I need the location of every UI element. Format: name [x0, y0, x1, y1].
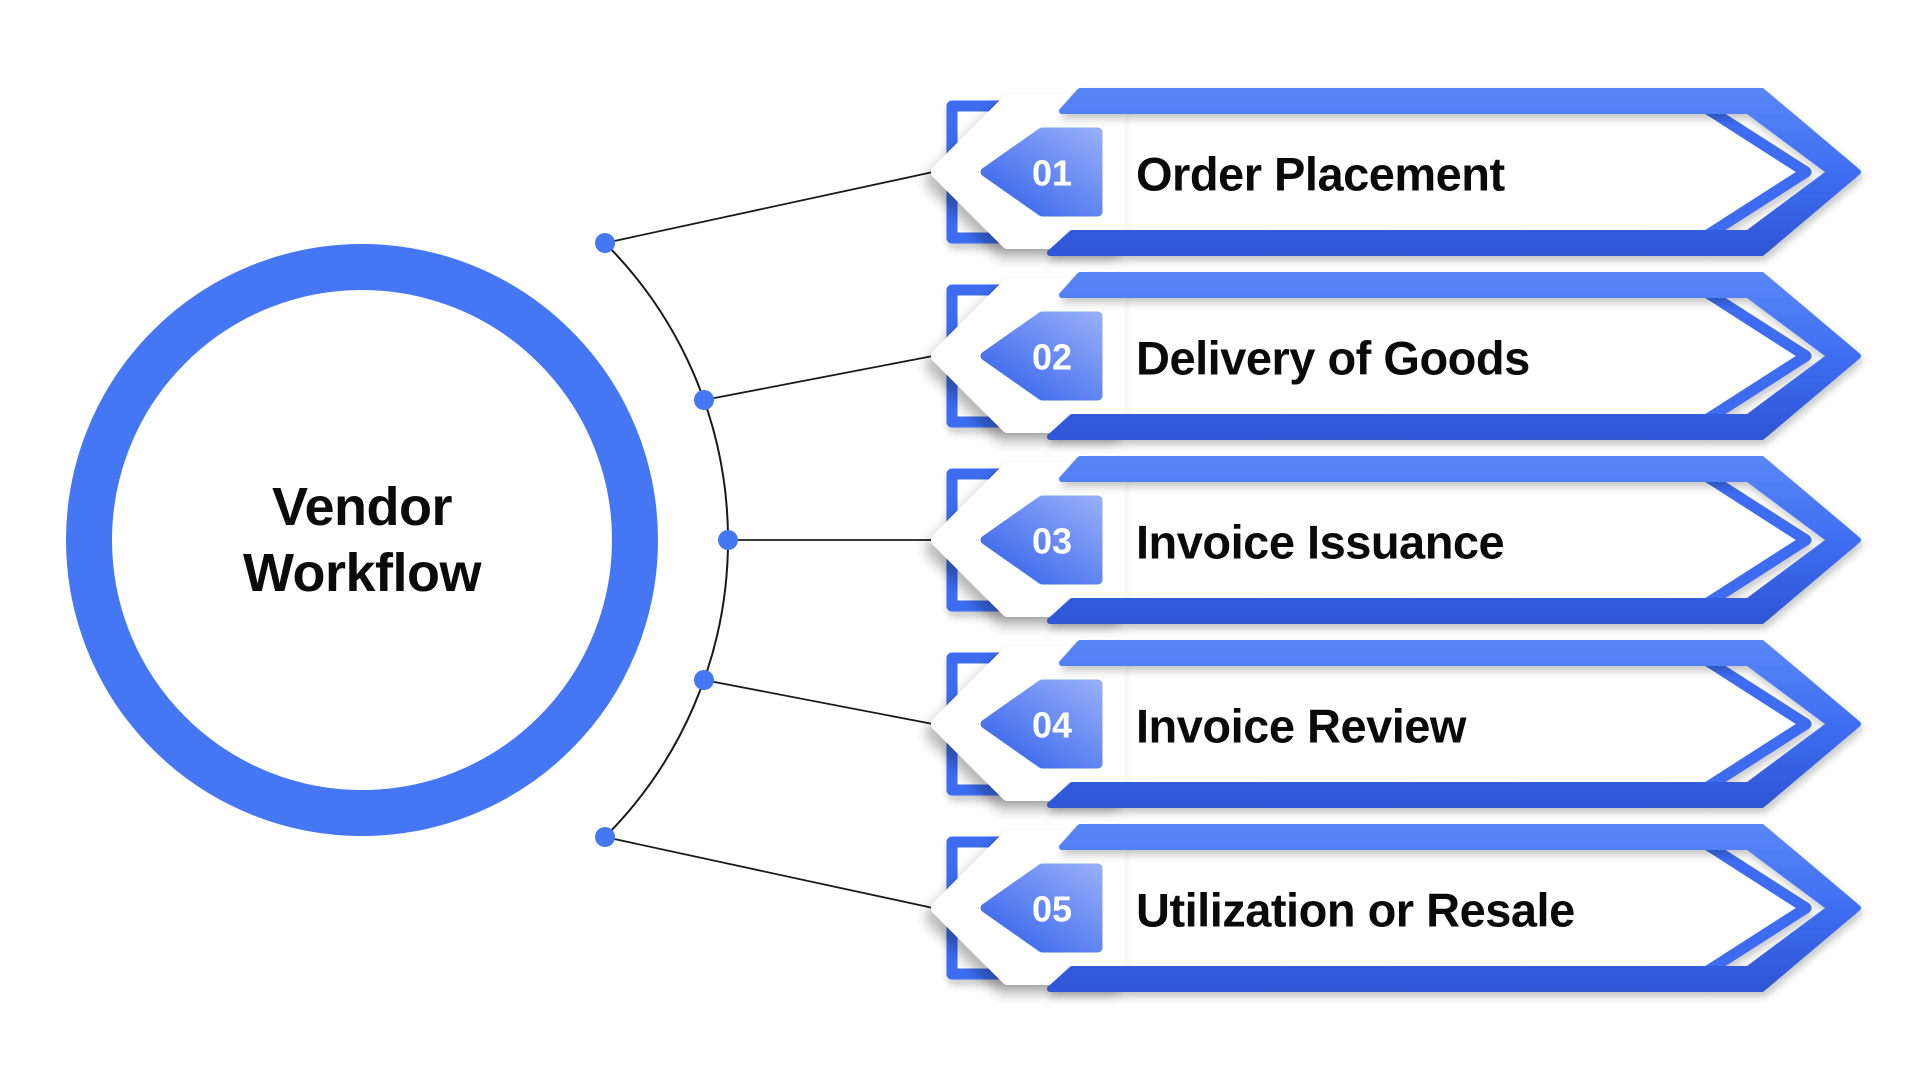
banner-chevron-frame	[1047, 640, 1861, 808]
banner-chevron-frame	[1047, 456, 1861, 624]
connector-dot-1	[595, 233, 615, 253]
connector-line-4	[703, 679, 934, 725]
connector-line-1	[604, 171, 934, 244]
banner-chevron-frame	[1047, 88, 1861, 256]
connector-dot-4	[694, 670, 714, 690]
step-label: Invoice Review	[1136, 700, 1467, 753]
step-number-badge	[980, 127, 1103, 217]
step-number: 01	[1032, 153, 1072, 194]
connector-dot-5	[595, 827, 615, 847]
banner-chevron-frame	[1047, 824, 1861, 992]
banner-chevron-frame	[1047, 272, 1861, 440]
step-banner-3: 03 Invoice Issuance	[931, 456, 1861, 624]
connector-dot-2	[694, 390, 714, 410]
step-number: 02	[1032, 337, 1072, 378]
step-number-badge	[980, 311, 1103, 401]
step-number: 03	[1032, 521, 1072, 562]
step-number-badge	[980, 495, 1103, 585]
step-banner-4: 04 Invoice Review	[931, 640, 1861, 808]
step-banner-2: 02 Delivery of Goods	[931, 272, 1861, 440]
hub-label-line2: Workflow	[243, 543, 482, 603]
step-banner-1: 01 Order Placement	[931, 88, 1861, 256]
step-number: 04	[1032, 705, 1072, 746]
step-banner-5: 05 Utilization or Resale	[931, 824, 1861, 992]
step-label: Invoice Issuance	[1136, 516, 1504, 569]
hub-ring	[66, 244, 658, 836]
step-label: Utilization or Resale	[1136, 884, 1575, 937]
connector-line-2	[703, 355, 934, 401]
connector-dot-3	[718, 530, 738, 550]
step-number-badge	[980, 679, 1103, 769]
step-label: Delivery of Goods	[1136, 332, 1530, 385]
hub-label-line1: Vendor	[272, 477, 453, 537]
hub-circle: Vendor Workflow	[66, 244, 658, 836]
connector-network	[595, 171, 934, 909]
step-number: 05	[1032, 889, 1072, 930]
step-label: Order Placement	[1136, 148, 1506, 201]
step-number-badge	[980, 863, 1103, 953]
connector-line-5	[604, 836, 934, 909]
